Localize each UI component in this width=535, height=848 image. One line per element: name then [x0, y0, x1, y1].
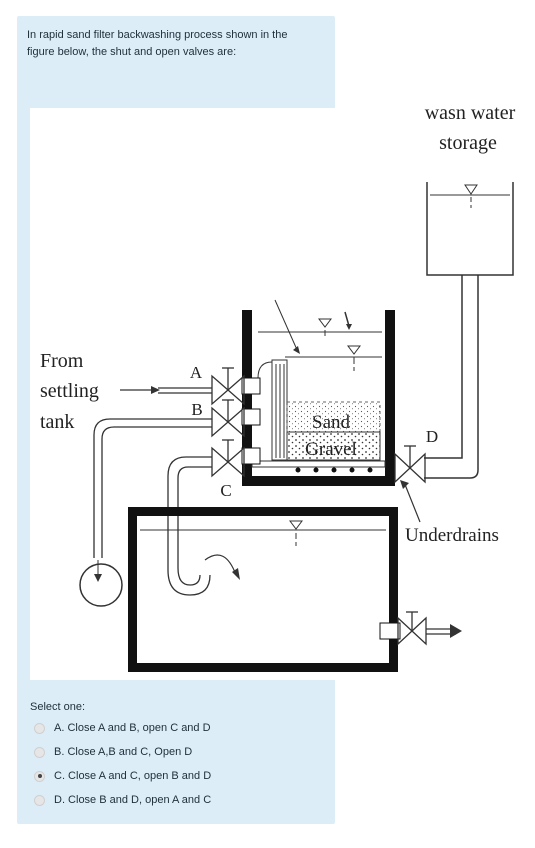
valve-d-icon: [394, 445, 426, 484]
valve-b-label: B: [191, 400, 202, 419]
radio-b[interactable]: [34, 746, 45, 758]
wash-water-label-1: wasn water: [425, 102, 516, 124]
outlet-valve-icon: [397, 611, 456, 646]
wash-water-label-2: storage: [439, 132, 497, 154]
inflow-arrow-icon: [120, 386, 160, 394]
option-c-label: C. Close A and C, open B and D: [54, 770, 212, 782]
valve-c-label: C: [220, 481, 231, 500]
valve-b-icon: [211, 399, 245, 438]
valve-c-icon: [211, 439, 245, 478]
drain-pipe: [93, 418, 212, 558]
lower-tank: [128, 507, 401, 672]
option-b-label: B. Close A,B and C, Open D: [54, 746, 193, 758]
waste-pipe: [167, 456, 237, 596]
settling-label: settling: [40, 380, 99, 402]
radio-a[interactable]: [34, 722, 45, 734]
select-one-label: Select one:: [30, 701, 86, 713]
backwash-diagram: wasn water storage: [40, 102, 516, 672]
radio-c[interactable]: [34, 770, 45, 782]
from-label: From: [40, 350, 84, 372]
option-d[interactable]: D. Close B and D, open A and C: [34, 791, 211, 809]
waste-arrow-icon: [232, 568, 240, 580]
option-a[interactable]: A. Close A and B, open C and D: [34, 719, 211, 737]
question-text: In rapid sand filter backwashing process…: [27, 29, 288, 58]
wash-water-tank: [426, 182, 514, 276]
radio-d[interactable]: [34, 794, 45, 806]
option-c[interactable]: C. Close A and C, open B and D: [34, 767, 211, 785]
wash-water-pipe: [424, 275, 479, 479]
option-a-label: A. Close A and B, open C and D: [54, 722, 211, 734]
option-b[interactable]: B. Close A,B and C, Open D: [34, 743, 192, 761]
gravel-label: Gravel: [305, 439, 357, 460]
valve-a-label: A: [190, 363, 203, 382]
sand-label: Sand: [312, 412, 351, 433]
outlet-arrow-icon: [450, 624, 462, 638]
valve-a-icon: [158, 367, 245, 406]
valve-d-label: D: [426, 427, 438, 446]
underdrains-pointer: [400, 480, 421, 523]
tank-label: tank: [40, 411, 74, 433]
option-d-label: D. Close B and D, open A and C: [54, 794, 212, 806]
pump-icon: [79, 560, 123, 607]
underdrains-label: Underdrains: [405, 525, 499, 546]
filter-box: [241, 299, 395, 486]
